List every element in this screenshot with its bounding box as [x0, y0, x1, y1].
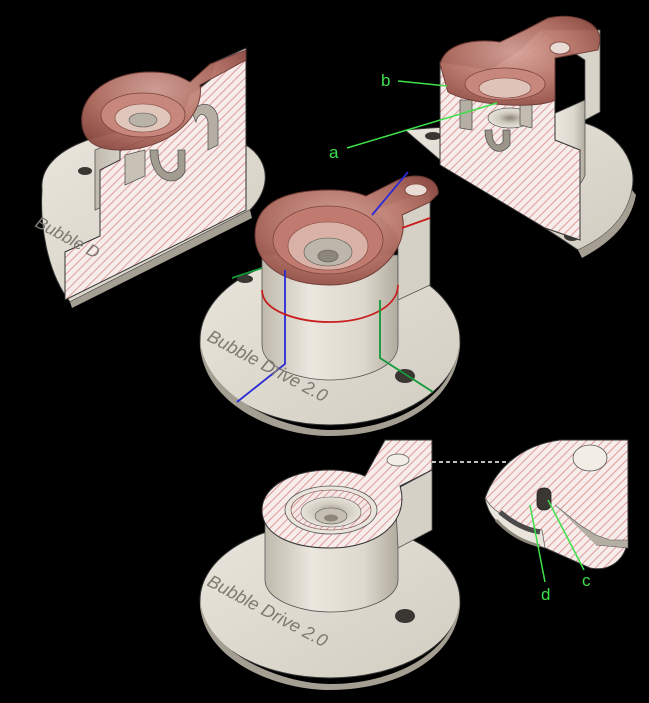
bolt-hole: [78, 167, 92, 175]
bolt-hole: [395, 609, 415, 623]
callouts: b a d c: [329, 71, 591, 604]
leader-b: [397, 80, 448, 87]
leader-d: [529, 504, 546, 583]
bolt-hole: [395, 369, 415, 383]
cylinder-center: [261, 254, 399, 381]
leader-a: [346, 102, 498, 149]
label-b: b: [381, 71, 390, 90]
leader-c: [547, 499, 585, 571]
label-c: c: [582, 571, 591, 590]
bolt-hole: [425, 132, 441, 140]
label-a: a: [329, 143, 339, 162]
view-bottom-section: Bubble Drive 2.0: [199, 439, 461, 690]
red-section-line: [261, 217, 431, 323]
view-center-assembly: Bubble Drive 2.0: [199, 171, 461, 436]
green-section-line: [231, 267, 434, 393]
blue-section-line: [236, 171, 409, 403]
view-top-left-section: Bubble D: [32, 47, 266, 308]
section-plane-lines: [231, 171, 434, 403]
bolt-hole: [237, 275, 253, 283]
label-d: d: [541, 585, 550, 604]
detail-inset: [432, 439, 629, 570]
view-top-right-section: [403, 15, 636, 258]
